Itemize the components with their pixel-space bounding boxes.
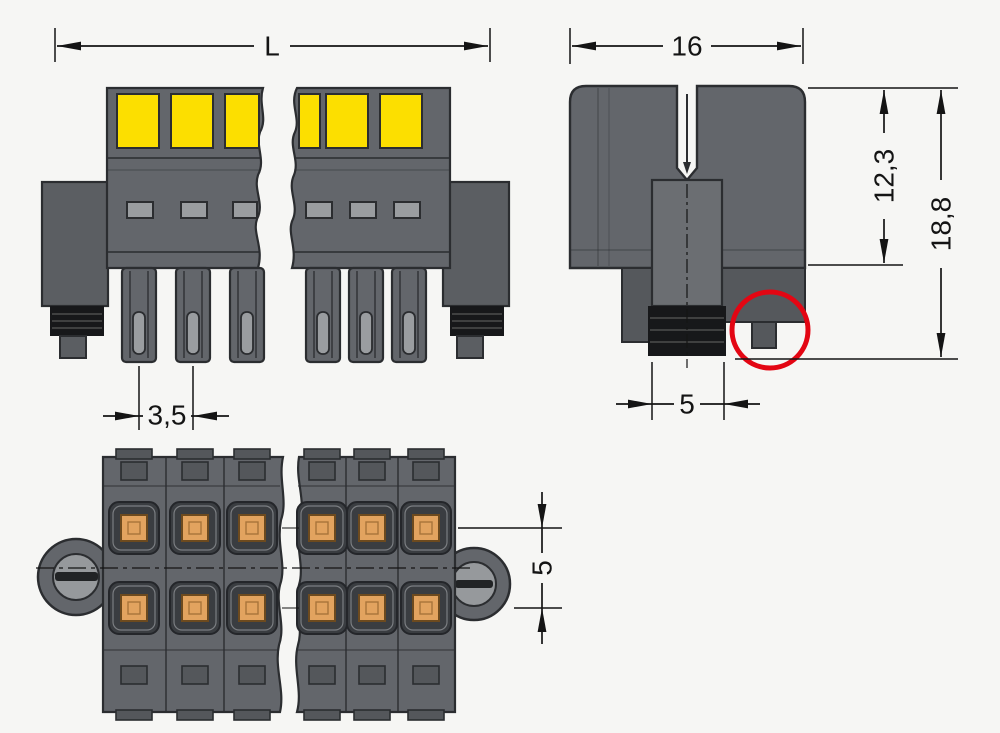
pin [228,266,266,364]
contact-cell [108,501,160,555]
dim-label-height-upper: 12,3 [869,149,900,204]
contact-cell [226,581,278,635]
lower-step-left [621,267,653,343]
dim-label-pitch: 3,5 [148,400,187,431]
contact-cell [346,501,398,555]
contact-cell [169,501,221,555]
contact-cell [400,581,452,635]
dim-label-length: L [264,31,280,62]
dim-stud-width: 5 [616,362,760,420]
dim-label-stud-width: 5 [679,389,695,420]
contact-cell [400,501,452,555]
contact-cell [226,501,278,555]
dim-height-total: 18,8 [735,90,958,360]
contact-cell [346,581,398,635]
contact-cell [169,581,221,635]
screw-slot-right [455,580,493,588]
mounting-block-right [441,180,511,359]
front-view [40,86,511,364]
dim-label-height-total: 18,8 [926,197,957,252]
terminal-pins [120,266,428,364]
dim-side-width: 16 [569,28,804,64]
pin [304,266,342,364]
bottom-view [36,448,512,721]
pin [120,266,158,364]
dim-height-upper: 12,3 [808,87,958,266]
push-buttons [116,93,423,149]
dim-pin-pitch: 3,5 [103,366,229,431]
contact-cell [108,581,160,635]
dim-row-pitch: 5 [458,492,562,644]
red-highlight-circle [729,289,811,371]
side-view [568,84,811,371]
contact-cell [296,501,348,555]
dim-label-width: 16 [671,31,702,62]
mounting-block-left [40,180,110,359]
snap-foot [751,321,777,349]
pin [347,266,385,364]
dim-overall-length: L [54,28,491,62]
pin [174,266,212,364]
dim-label-row-pitch: 5 [527,560,558,576]
pin [390,266,428,364]
screw-slot-left [55,572,98,581]
dimensions: L 3,5 16 12,3 [54,28,958,644]
clamp-windows [126,201,421,219]
contact-cell [296,581,348,635]
side-housing [568,84,807,270]
